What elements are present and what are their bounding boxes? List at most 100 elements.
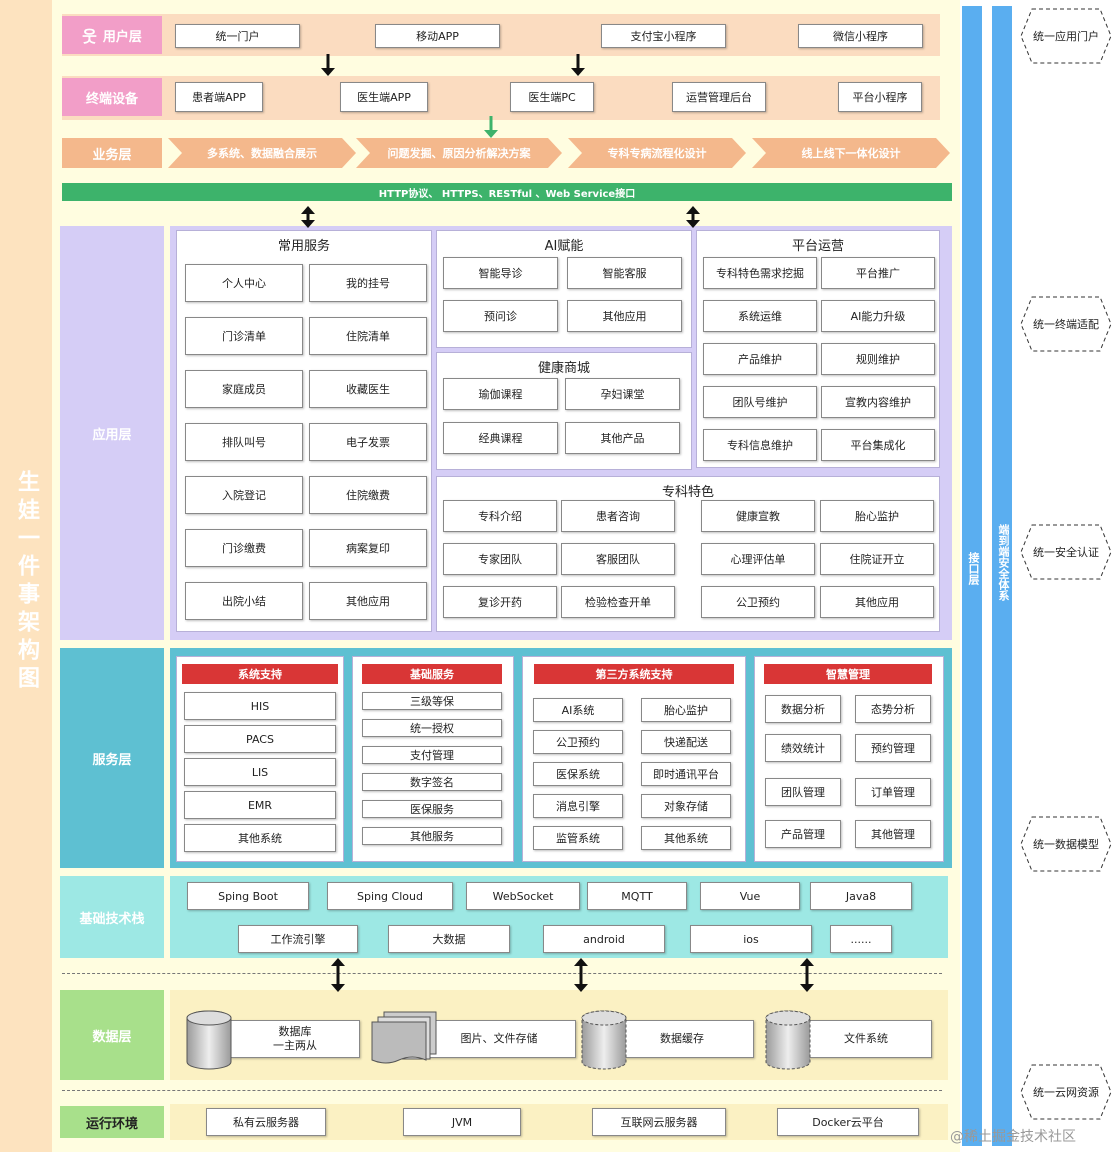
tech-item: ios bbox=[690, 925, 812, 953]
tech-item: 工作流引擎 bbox=[238, 925, 358, 953]
third-party-item: 医保系统 bbox=[533, 762, 623, 786]
third-party-item: 其他系统 bbox=[641, 826, 731, 850]
business-item: 专科专病流程化设计 bbox=[568, 138, 746, 168]
user-item: 移动APP bbox=[375, 24, 500, 48]
third-party-item: 对象存储 bbox=[641, 794, 731, 818]
ai-item: 其他应用 bbox=[567, 300, 682, 332]
data-item: 数据库 一主两从 bbox=[230, 1020, 360, 1058]
panel-title: 专科特色 bbox=[661, 485, 714, 500]
common-service-item: 排队叫号 bbox=[185, 423, 303, 461]
mall-item: 其他产品 bbox=[565, 422, 680, 454]
security-system-bar bbox=[992, 6, 1012, 1146]
service-layer-label: 服务层 bbox=[60, 648, 164, 868]
database-icon bbox=[186, 1010, 232, 1070]
common-service-item: 病案复印 bbox=[309, 529, 427, 567]
down-arrow-icon bbox=[484, 116, 498, 138]
bidirectional-arrow-icon bbox=[331, 958, 345, 992]
person-icon: 웃 bbox=[82, 27, 97, 46]
panel-title: 平台运营 bbox=[791, 239, 844, 254]
service-group-title: 智慧管理 bbox=[764, 664, 932, 684]
ai-item: 智能客服 bbox=[567, 257, 682, 289]
panel-title: AI赋能 bbox=[544, 239, 584, 254]
right-label-text: 统一应用门户 bbox=[1033, 30, 1099, 43]
common-service-item: 收藏医生 bbox=[309, 370, 427, 408]
terminal-item: 患者端APP bbox=[175, 82, 263, 112]
right-label-text: 统一安全认证 bbox=[1033, 546, 1099, 559]
smart-mgmt-item: 态势分析 bbox=[855, 695, 931, 723]
specialty-item: 健康宣教 bbox=[701, 500, 815, 532]
service-group-title: 系统支持 bbox=[182, 664, 338, 684]
basic-service-item: 支付管理 bbox=[362, 746, 502, 764]
diagram-title: 生娃一件事架构图 bbox=[14, 470, 39, 694]
specialty-item: 专家团队 bbox=[443, 543, 557, 575]
tech-layer-label: 基础技术栈 bbox=[60, 876, 164, 958]
basic-service-item: 其他服务 bbox=[362, 827, 502, 845]
system-support-item: LIS bbox=[184, 758, 336, 786]
right-label: 统一安全认证 bbox=[1020, 524, 1112, 580]
mall-item: 经典课程 bbox=[443, 422, 558, 454]
right-label: 统一云网资源 bbox=[1020, 1064, 1112, 1120]
smart-mgmt-item: 其他管理 bbox=[855, 820, 931, 848]
ops-item: 平台推广 bbox=[821, 257, 935, 289]
panel-title: 健康商城 bbox=[537, 361, 590, 376]
third-party-item: 监管系统 bbox=[533, 826, 623, 850]
basic-service-item: 统一授权 bbox=[362, 719, 502, 737]
security-system-label: 端到端安全体系 bbox=[997, 524, 1010, 601]
down-arrow-icon bbox=[571, 54, 585, 76]
third-party-item: AI系统 bbox=[533, 698, 623, 722]
tech-item: Java8 bbox=[810, 882, 912, 910]
mall-item: 瑜伽课程 bbox=[443, 378, 558, 410]
smart-mgmt-item: 团队管理 bbox=[765, 778, 841, 806]
runtime-label: 运行环境 bbox=[60, 1106, 164, 1138]
specialty-item: 公卫预约 bbox=[701, 586, 815, 618]
system-support-item: 其他系统 bbox=[184, 824, 336, 852]
user-item: 支付宝小程序 bbox=[601, 24, 726, 48]
specialty-item: 住院证开立 bbox=[820, 543, 934, 575]
ops-item: 专科特色需求挖掘 bbox=[703, 257, 817, 289]
ops-item: 专科信息维护 bbox=[703, 429, 817, 461]
business-item: 多系统、数据融合展示 bbox=[168, 138, 356, 168]
basic-service-item: 医保服务 bbox=[362, 800, 502, 818]
right-label: 统一应用门户 bbox=[1020, 8, 1112, 64]
service-group-title: 第三方系统支持 bbox=[534, 664, 734, 684]
specialty-item: 专科介绍 bbox=[443, 500, 557, 532]
divider-line bbox=[62, 973, 942, 974]
watermark: @稀土掘金技术社区 bbox=[950, 1129, 1076, 1145]
terminal-item: 运营管理后台 bbox=[672, 82, 766, 112]
protocol-bar: HTTP协议、 HTTPS、RESTful 、Web Service接口 bbox=[62, 183, 952, 201]
business-item: 线上线下一体化设计 bbox=[752, 138, 950, 168]
bidirectional-arrow-icon bbox=[800, 958, 814, 992]
smart-mgmt-item: 预约管理 bbox=[855, 734, 931, 762]
cache-icon bbox=[581, 1010, 627, 1070]
ops-item: AI能力升级 bbox=[821, 300, 935, 332]
common-service-item: 门诊缴费 bbox=[185, 529, 303, 567]
tech-item: ...... bbox=[830, 925, 892, 953]
tech-item: Vue bbox=[700, 882, 800, 910]
data-item: 图片、文件存储 bbox=[422, 1020, 576, 1058]
third-party-item: 胎心监护 bbox=[641, 698, 731, 722]
user-item: 统一门户 bbox=[175, 24, 300, 48]
data-item: 文件系统 bbox=[800, 1020, 932, 1058]
specialty-item: 胎心监护 bbox=[820, 500, 934, 532]
system-support-item: HIS bbox=[184, 692, 336, 720]
business-item: 问题发掘、原因分析解决方案 bbox=[356, 138, 562, 168]
user-item: 微信小程序 bbox=[798, 24, 923, 48]
ops-item: 平台集成化 bbox=[821, 429, 935, 461]
tech-item: android bbox=[543, 925, 665, 953]
right-label-text: 统一云网资源 bbox=[1033, 1086, 1099, 1099]
ops-item: 宣教内容维护 bbox=[821, 386, 935, 418]
ops-item: 团队号维护 bbox=[703, 386, 817, 418]
interface-layer-bar bbox=[962, 6, 982, 1146]
third-party-item: 消息引擎 bbox=[533, 794, 623, 818]
tech-item: Sping Cloud bbox=[327, 882, 453, 910]
terminal-item: 平台小程序 bbox=[838, 82, 922, 112]
basic-service-item: 数字签名 bbox=[362, 773, 502, 791]
ops-item: 规则维护 bbox=[821, 343, 935, 375]
common-service-item: 住院缴费 bbox=[309, 476, 427, 514]
ops-item: 系统运维 bbox=[703, 300, 817, 332]
specialty-item: 心理评估单 bbox=[701, 543, 815, 575]
terminal-layer-label: 终端设备 bbox=[62, 78, 162, 116]
ai-item: 智能导诊 bbox=[443, 257, 558, 289]
third-party-item: 公卫预约 bbox=[533, 730, 623, 754]
